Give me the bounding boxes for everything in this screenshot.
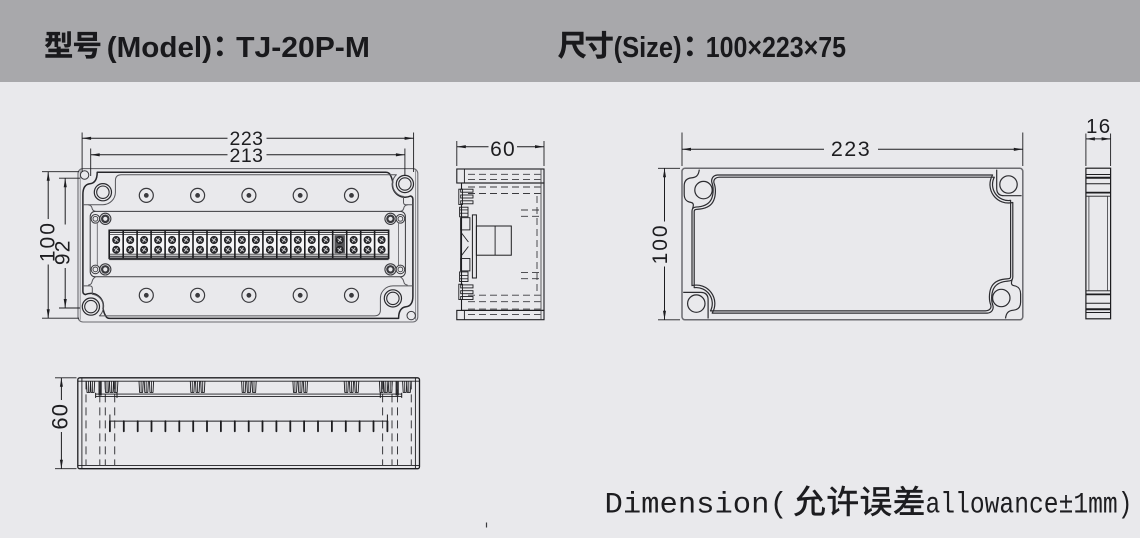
svg-text:100: 100	[37, 221, 60, 262]
svg-text:allowance±1mm): allowance±1mm)	[926, 489, 1133, 523]
svg-text:(Size): (Size)	[614, 32, 682, 64]
svg-text:60: 60	[47, 403, 72, 430]
svg-text:(Model): (Model)	[107, 32, 212, 64]
svg-text:Dimension(: Dimension(	[605, 489, 788, 523]
svg-text:100: 100	[649, 223, 672, 264]
svg-text:223: 223	[831, 137, 871, 161]
svg-text:213: 213	[229, 145, 263, 167]
svg-text:60: 60	[490, 138, 516, 161]
svg-text:100×223×75: 100×223×75	[706, 32, 846, 64]
svg-text:223: 223	[229, 128, 263, 150]
svg-text:92: 92	[51, 239, 74, 265]
svg-text:16: 16	[1086, 115, 1112, 138]
svg-text:TJ-20P-M: TJ-20P-M	[236, 32, 370, 64]
